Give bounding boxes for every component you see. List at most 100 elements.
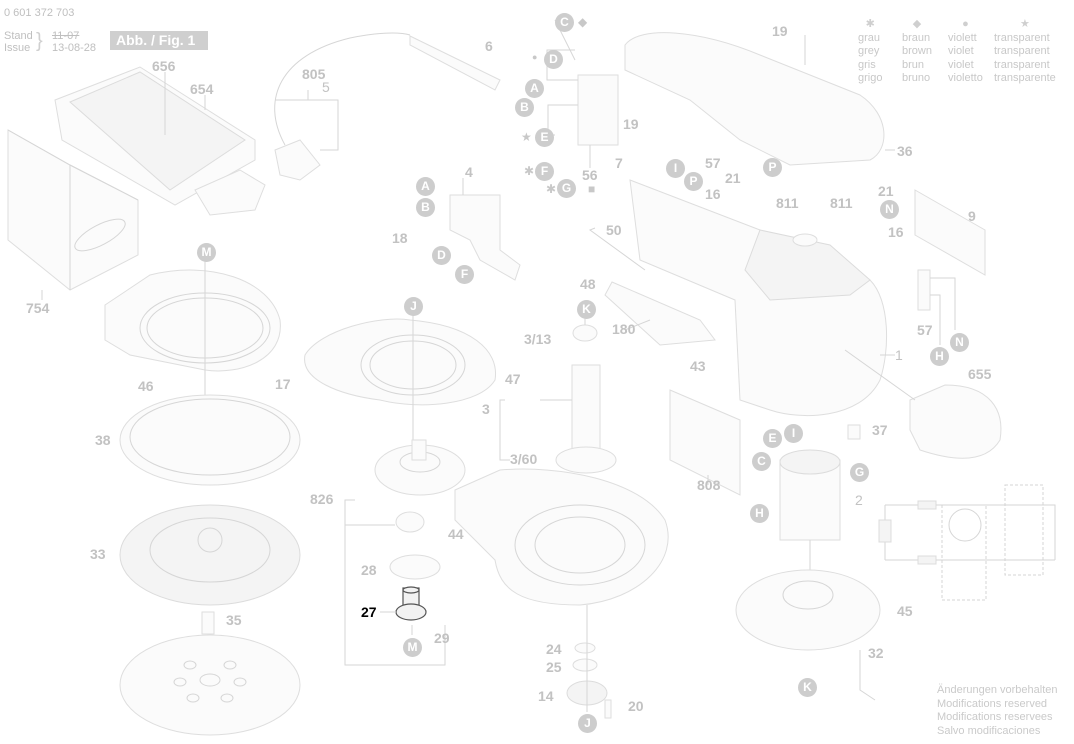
marker-m: M	[403, 638, 422, 657]
issue-label: Issue	[4, 42, 31, 54]
legend-text: brown	[902, 45, 932, 57]
modifications-notice: Änderungen vorbehalten Modifications res…	[937, 684, 1057, 738]
part-label: 57	[917, 322, 933, 338]
marker-e: E	[535, 128, 554, 147]
legend-text: transparent	[994, 31, 1050, 44]
part-label: 56	[582, 167, 598, 183]
part-label: 35	[226, 612, 242, 628]
old-date: 11-07	[52, 30, 80, 42]
marker-d: D	[544, 50, 563, 69]
legend-text: brun	[902, 58, 925, 71]
marker-i: I	[784, 424, 803, 443]
marker-e: E	[763, 429, 782, 448]
diamond-icon: ◆	[912, 18, 922, 30]
part-label: 2	[855, 492, 863, 508]
marker-p: P	[763, 158, 782, 177]
marker-n: N	[880, 200, 899, 219]
part-label: 811	[776, 195, 799, 211]
legend-text: grigo	[858, 72, 883, 84]
legend-text: transparent	[994, 58, 1050, 71]
guide-plates-drawing	[588, 227, 716, 346]
part-label: 18	[392, 230, 408, 246]
marker-j: J	[578, 714, 597, 733]
part-label: 3	[482, 401, 490, 417]
issue-date: 13-08-28	[52, 42, 97, 54]
part-label: 14	[538, 688, 554, 704]
plate-808-drawing	[669, 389, 741, 496]
brush-plate-drawing	[735, 569, 881, 651]
marker-i: I	[666, 159, 685, 178]
switch-drawing	[449, 178, 521, 281]
power-cable-drawing	[274, 32, 501, 181]
part-label: 24	[546, 641, 562, 657]
asterisk-icon: ✱	[865, 18, 875, 30]
marker-g: G	[557, 179, 576, 198]
asterisk-icon: ✱	[546, 182, 557, 196]
dot-icon: ●	[962, 18, 969, 30]
plate-9-drawing	[914, 189, 986, 276]
star-icon: ★	[521, 130, 532, 144]
part-label: 826	[310, 491, 334, 507]
part-label: 811	[830, 195, 853, 211]
part-number: 0 601 372 703	[4, 7, 75, 19]
part-label: 3/13	[524, 331, 552, 347]
part-label: 7	[615, 155, 623, 171]
part-27-drawing	[395, 586, 427, 621]
part-label: 654	[190, 81, 214, 97]
legend-text: gris	[858, 58, 876, 71]
part-label: 37	[872, 422, 888, 438]
part-label: 32	[868, 645, 884, 661]
marker-c: C	[555, 13, 574, 32]
notice-line: Salvo modificaciones	[937, 724, 1041, 737]
motor-housing-drawing	[629, 179, 895, 417]
figure-label: Abb. / Fig. 1	[110, 31, 208, 50]
part-label: 16	[888, 224, 904, 240]
stand-label: Stand	[4, 30, 33, 42]
part-label: 1	[895, 347, 903, 363]
part-label: 19	[623, 116, 639, 132]
part-label: 16	[705, 186, 721, 202]
marker-a: A	[525, 79, 544, 98]
dust-box-drawing	[54, 66, 266, 216]
part-label: 50	[606, 222, 622, 238]
carton-drawing	[7, 129, 139, 300]
notice-line: Modifications reserved	[937, 697, 1048, 710]
part-label: 33	[90, 546, 106, 562]
star-icon: ★	[1019, 18, 1030, 30]
part-label: 20	[628, 698, 644, 714]
legend-text: bruno	[902, 72, 931, 84]
part-label: 656	[152, 58, 176, 74]
legend-column-grey: ✱ grau grey gris grigo	[858, 18, 882, 86]
part-label: 47	[505, 371, 521, 387]
part-label: 21	[725, 170, 741, 186]
legend-column-violet: ● violett violet violet violetto	[948, 18, 983, 86]
square-icon: ■	[588, 182, 596, 196]
legend-column-transparent: ★ transparent transparent transparent tr…	[994, 18, 1056, 86]
fan-drawing	[374, 439, 466, 496]
marker-d: D	[432, 246, 451, 265]
marker-c: C	[752, 452, 771, 471]
marker-p: P	[684, 172, 703, 191]
marker-k: K	[577, 300, 596, 319]
part-label: 48	[580, 276, 596, 292]
legend-text: violet	[948, 58, 974, 71]
part-label: 45	[897, 603, 913, 619]
legend-text: grey	[858, 45, 880, 57]
part-label: 6	[485, 38, 493, 54]
part-label: 57	[705, 155, 721, 171]
part-label: 21	[878, 183, 894, 199]
legend-text: grau	[858, 31, 881, 44]
legend-text: transparent	[994, 45, 1050, 57]
legend-text: transparente	[994, 72, 1056, 84]
part-label: 180	[612, 321, 636, 337]
marker-b: B	[515, 98, 534, 117]
asterisk-icon: ✱	[524, 164, 535, 178]
part-label: 808	[697, 477, 721, 493]
marker-j: J	[404, 297, 423, 316]
marker-g: G	[850, 463, 869, 482]
part-label: 38	[95, 432, 111, 448]
marker-f: F	[455, 265, 474, 284]
part-label: 17	[275, 376, 291, 392]
